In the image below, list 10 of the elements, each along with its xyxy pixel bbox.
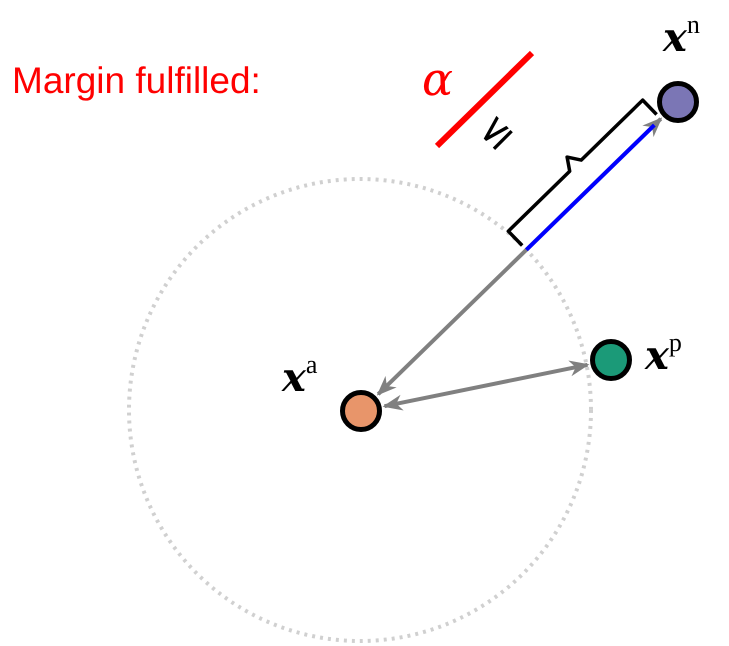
alpha-symbol: α	[422, 56, 454, 102]
margin-caption: Margin fulfilled:	[12, 62, 261, 99]
arrow	[382, 360, 590, 410]
less-equal-symbol: ≤	[468, 106, 521, 158]
point-circle	[657, 81, 699, 123]
point-label: x$^{p}$	[645, 330, 682, 376]
point-label: x$^{n}$	[663, 12, 700, 58]
point-circle	[340, 390, 382, 432]
point-circle	[590, 339, 632, 381]
point-label: x$^{a}$	[282, 352, 318, 398]
